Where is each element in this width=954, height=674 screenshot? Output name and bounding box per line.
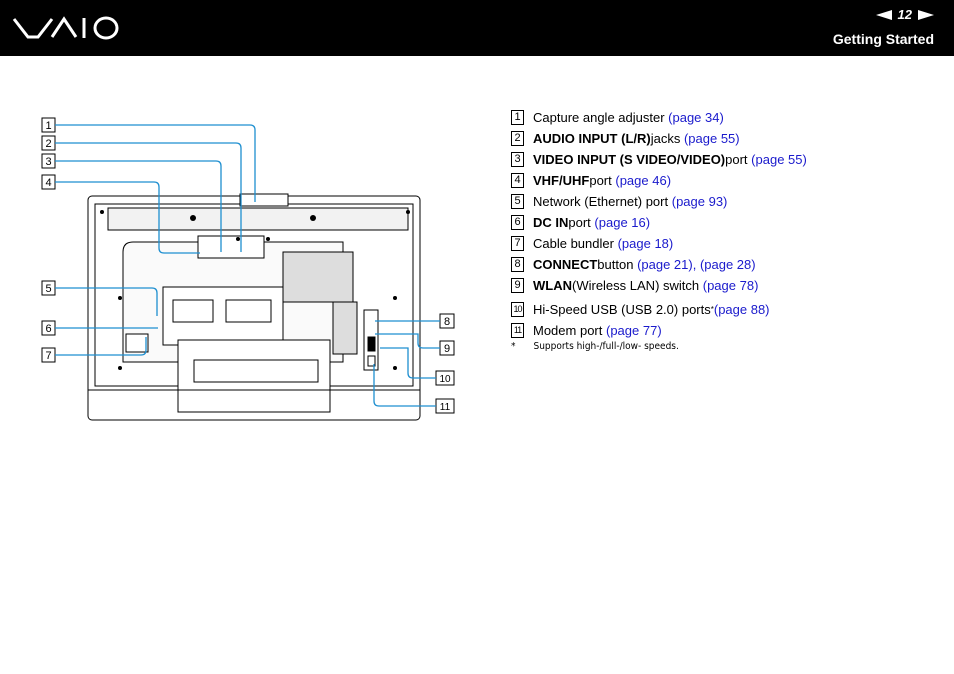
item-number: 1: [511, 110, 524, 125]
callout-10: 10: [435, 370, 455, 386]
item-number: 10: [511, 302, 524, 317]
page-link[interactable]: (page 88): [713, 302, 770, 317]
item-text: (Wireless LAN) switch: [572, 278, 700, 293]
list-item-3: 3 VIDEO INPUT (S VIDEO/VIDEO) port (page…: [511, 149, 941, 170]
section-title: Getting Started: [832, 31, 934, 47]
page-nav: 12: [875, 7, 934, 22]
item-bold-text: DC IN: [533, 215, 569, 230]
page-number: 12: [897, 7, 912, 22]
list-item-11: 11 Modem port (page 77): [511, 320, 941, 341]
list-item-4: 4 VHF/UHF port (page 46): [511, 170, 941, 191]
item-text: port: [725, 152, 748, 167]
item-number: 2: [511, 131, 524, 146]
item-bold-text: CONNECT: [533, 257, 598, 272]
page-link[interactable]: (page 18): [617, 236, 674, 251]
svg-text:10: 10: [439, 374, 451, 385]
item-bold-text: VHF/UHF: [533, 173, 590, 188]
page-link[interactable]: (page 16): [594, 215, 651, 230]
page-header: 12 Getting Started: [0, 0, 954, 56]
list-item-1: 1 Capture angle adjuster (page 34): [511, 107, 941, 128]
callout-6: 6: [41, 320, 56, 336]
item-bold-text: VIDEO INPUT (S VIDEO/VIDEO): [533, 152, 726, 167]
svg-text:9: 9: [444, 343, 450, 355]
item-number: 4: [511, 173, 524, 188]
item-text: jacks: [650, 131, 681, 146]
list-item-8: 8 CONNECT button (page 21), (page 28): [511, 254, 941, 275]
item-text: Modem port: [533, 323, 603, 338]
callout-9: 9: [439, 340, 455, 356]
page-link[interactable]: (page 55): [683, 131, 740, 146]
page-link[interactable]: (page 34): [668, 110, 724, 125]
callout-3: 3: [41, 153, 56, 169]
item-text: Network (Ethernet) port: [533, 194, 669, 209]
footnote-mark: *: [511, 341, 516, 352]
page-link-2[interactable]: , (page 28): [692, 257, 756, 272]
page-link[interactable]: (page 78): [702, 278, 759, 293]
vaio-logo: [12, 16, 119, 40]
item-bold-text: AUDIO INPUT (L/R): [533, 131, 651, 146]
page-link[interactable]: (page 77): [606, 323, 662, 338]
page-link[interactable]: (page 55): [751, 152, 807, 167]
item-text: Capture angle adjuster: [533, 110, 665, 125]
item-text: port: [589, 173, 612, 188]
callout-11: 11: [435, 398, 455, 414]
previous-page-arrow-icon[interactable]: [875, 9, 892, 20]
svg-text:5: 5: [45, 283, 51, 295]
callout-5: 5: [41, 280, 56, 296]
component-list: 1 Capture angle adjuster (page 34) 2 AUD…: [511, 107, 941, 341]
footnote: * Supports high-/full-/low- speeds.: [511, 341, 679, 352]
list-item-2: 2 AUDIO INPUT (L/R) jacks (page 55): [511, 128, 941, 149]
svg-text:2: 2: [45, 138, 51, 150]
item-number: 11: [511, 323, 524, 338]
svg-text:11: 11: [440, 402, 451, 413]
rear-view-diagram: 1 2 3 4 5 6 7 8 9 10 11: [41, 117, 455, 421]
list-item-6: 6 DC IN port (page 16): [511, 212, 941, 233]
item-number: 5: [511, 194, 524, 209]
callout-7: 7: [41, 347, 56, 363]
list-item-7: 7 Cable bundler (page 18): [511, 233, 941, 254]
svg-text:6: 6: [45, 323, 51, 335]
item-text: Cable bundler: [533, 236, 614, 251]
item-bold-text: WLAN: [533, 278, 572, 293]
item-number: 9: [511, 278, 524, 293]
svg-text:8: 8: [444, 316, 450, 328]
list-item-5: 5 Network (Ethernet) port (page 93): [511, 191, 941, 212]
callout-4: 4: [41, 174, 56, 190]
item-number: 8: [511, 257, 524, 272]
item-number: 7: [511, 236, 524, 251]
list-item-10: 10 Hi-Speed USB (USB 2.0) ports* (page 8…: [511, 299, 941, 320]
page-link[interactable]: (page 46): [615, 173, 672, 188]
svg-text:1: 1: [45, 120, 51, 132]
footnote-text: Supports high-/full-/low- speeds.: [533, 341, 679, 352]
svg-text:4: 4: [45, 177, 51, 189]
item-text: port: [568, 215, 591, 230]
item-text: Hi-Speed USB (USB 2.0) ports: [533, 302, 711, 317]
callout-8: 8: [439, 313, 455, 329]
callout-2: 2: [41, 135, 56, 151]
callout-1: 1: [41, 117, 56, 133]
page-link[interactable]: (page 21): [637, 257, 693, 272]
page-link[interactable]: (page 93): [671, 194, 728, 209]
list-item-9: 9 WLAN (Wireless LAN) switch (page 78): [511, 275, 941, 296]
svg-text:7: 7: [45, 350, 51, 362]
item-number: 6: [511, 215, 524, 230]
next-page-arrow-icon[interactable]: [918, 9, 934, 20]
svg-text:3: 3: [45, 156, 51, 168]
item-text: button: [597, 257, 634, 272]
footnote-marker: *: [710, 305, 714, 314]
item-number: 3: [511, 152, 524, 167]
